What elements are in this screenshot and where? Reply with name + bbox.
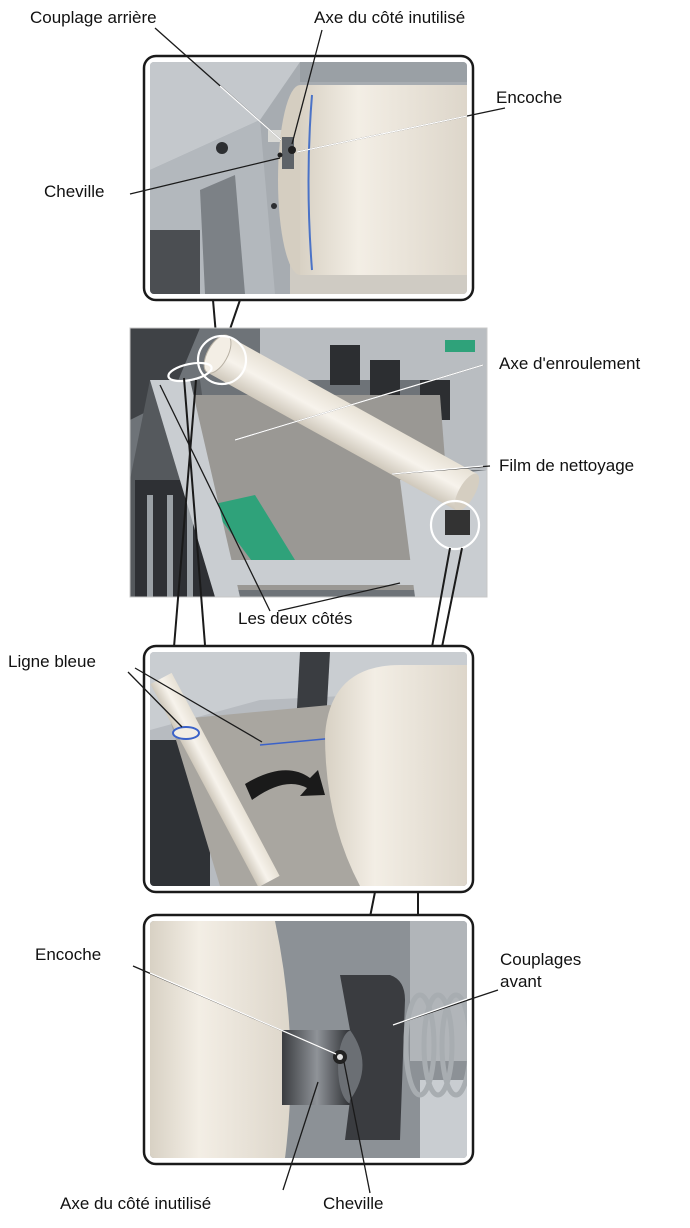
connector-line xyxy=(369,891,376,918)
label-cheville-bottom: Cheville xyxy=(323,1194,384,1213)
detail-photo-rear-coupling xyxy=(142,54,475,302)
detail-photo-blue-line xyxy=(142,644,475,894)
label-couplages-avant-line2: avant xyxy=(500,972,542,991)
label-deux-cotes: Les deux côtés xyxy=(238,609,353,628)
label-axe-cote-inutilise-top: Axe du côté inutilisé xyxy=(314,8,466,27)
rotation-arrow xyxy=(245,770,325,800)
detail-photo-front-coupling xyxy=(142,913,475,1166)
marker-circle xyxy=(429,499,481,551)
marker-ellipse xyxy=(167,361,213,383)
label-axe-cote-inutilise-bottom: Axe du côté inutilisé xyxy=(60,1194,212,1213)
label-encoche-top: Encoche xyxy=(496,88,563,107)
marker-circle xyxy=(196,334,248,386)
connector-lines xyxy=(173,377,463,648)
label-film-nettoyage: Film de nettoyage xyxy=(499,456,635,475)
label-cheville-top: Cheville xyxy=(44,182,105,201)
label-couplage-arriere: Couplage arrière xyxy=(30,8,157,27)
leader-lines-blue xyxy=(127,667,263,743)
main-photo-cleaning-unit xyxy=(129,327,488,598)
label-ligne-bleue: Ligne bleue xyxy=(8,652,96,671)
label-couplages-avant-line1: Couplages xyxy=(500,950,582,969)
label-encoche-bottom: Encoche xyxy=(35,945,102,964)
label-axe-enroulement: Axe d'enroulement xyxy=(499,354,641,373)
